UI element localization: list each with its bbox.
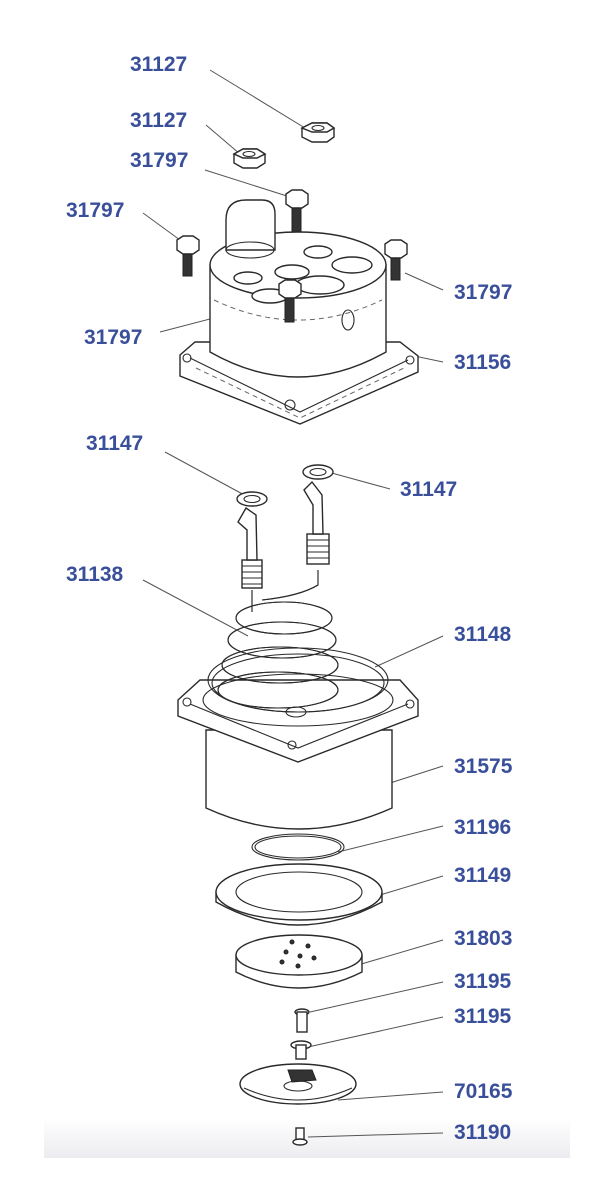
label-boiler-body: 31575 xyxy=(454,755,513,778)
label-o-ring: 31196 xyxy=(454,816,512,839)
label-nut-top: 31127 xyxy=(130,53,188,76)
screw-lower-part xyxy=(290,1040,312,1060)
washer-left-part xyxy=(236,491,268,507)
shower-holder-part xyxy=(235,934,363,989)
label-bolt-right: 31797 xyxy=(454,281,513,304)
nut-top-part xyxy=(300,122,336,143)
label-shower-screen: 70165 xyxy=(454,1080,513,1103)
shower-screen-part xyxy=(239,1063,357,1105)
label-bolt-front: 31797 xyxy=(84,326,143,349)
boiler-cover-part xyxy=(179,199,419,425)
label-washer-left: 31147 xyxy=(86,432,144,455)
center-screw-part xyxy=(292,1127,308,1146)
screw-upper-part xyxy=(294,1008,310,1033)
bolt-left-part xyxy=(176,235,200,277)
background-fade xyxy=(44,1118,570,1158)
label-flange-ring: 31149 xyxy=(454,864,512,887)
label-shower-holder: 31803 xyxy=(454,927,513,950)
boiler-body-part xyxy=(177,673,419,830)
leader-lines xyxy=(142,69,444,1138)
label-bolt-center: 31797 xyxy=(130,149,189,172)
label-heating-element: 31138 xyxy=(66,563,124,586)
heating-element-part xyxy=(217,480,339,709)
label-nut-left: 31127 xyxy=(130,109,188,132)
label-screw-upper: 31195 xyxy=(454,970,512,993)
label-screw-lower: 31195 xyxy=(454,1005,512,1028)
bolt-right-part xyxy=(384,239,408,281)
label-gasket-large: 31148 xyxy=(454,623,512,646)
label-bolt-left: 31797 xyxy=(66,199,125,222)
flange-ring-part xyxy=(215,863,383,926)
label-boiler-cover: 31156 xyxy=(454,351,512,374)
bolt-center-part xyxy=(285,189,309,237)
bolt-front-part xyxy=(278,279,302,323)
o-ring-part xyxy=(251,833,345,861)
label-washer-right: 31147 xyxy=(400,478,458,501)
nut-left-part xyxy=(232,148,267,169)
washer-right-part xyxy=(302,464,334,480)
label-center-screw: 31190 xyxy=(454,1121,512,1144)
